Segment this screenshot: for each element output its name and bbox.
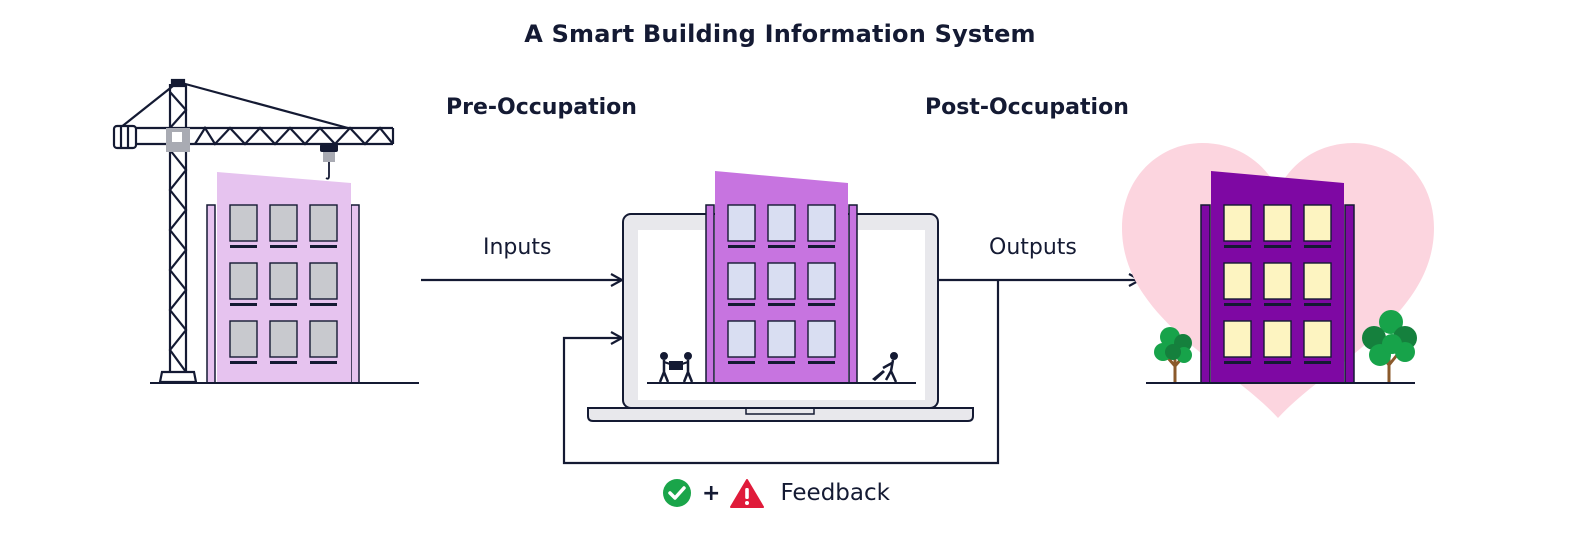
pre-occupation-label: Pre-Occupation [446, 95, 637, 120]
construction-window [309, 204, 338, 242]
crane-cab [166, 128, 190, 152]
worker-icon [872, 352, 898, 383]
in-use-window-sill [728, 361, 755, 364]
in-use-window [727, 262, 756, 300]
construction-window-sill [230, 303, 257, 306]
in-use-window [807, 320, 836, 358]
in-use-window-sill [728, 303, 755, 306]
construction-window-sill [230, 245, 257, 248]
in-use-window [727, 320, 756, 358]
construction-window-sill [310, 303, 337, 306]
occupied-window-sill [1264, 245, 1291, 248]
building-in-use [705, 171, 858, 384]
occupied-window-sill [1264, 303, 1291, 306]
occupied-window [1263, 262, 1292, 300]
occupied-window-sill [1224, 245, 1251, 248]
construction-window [269, 204, 298, 242]
occupied-window [1223, 320, 1252, 358]
occupied-window-sill [1224, 361, 1251, 364]
inputs-label: Inputs [483, 235, 552, 260]
occupied-window-sill [1264, 361, 1291, 364]
feedback-legend: + Feedback [662, 478, 890, 508]
people-icon [658, 352, 694, 383]
occupied-window [1303, 204, 1332, 242]
in-use-window-sill [768, 303, 795, 306]
occupied-window-sill [1304, 303, 1331, 306]
occupied-window-sill [1304, 361, 1331, 364]
post-occupation-label: Post-Occupation [925, 95, 1129, 120]
in-use-window [807, 262, 836, 300]
in-use-window-sill [728, 245, 755, 248]
tree-icon [1154, 327, 1192, 383]
construction-window-sill [270, 361, 297, 364]
feedback-label: Feedback [780, 480, 890, 506]
occupied-window [1263, 320, 1292, 358]
plus-sign: + [702, 480, 721, 506]
in-use-window-sill [808, 303, 835, 306]
building-under-construction [206, 172, 360, 384]
occupied-window [1303, 262, 1332, 300]
occupied-window-sill [1224, 303, 1251, 306]
warning-icon [730, 479, 765, 508]
construction-window [269, 262, 298, 300]
crane-hook [320, 144, 338, 180]
in-use-window [807, 204, 836, 242]
construction-window [229, 262, 258, 300]
in-use-window-sill [768, 361, 795, 364]
page-title: A Smart Building Information System [524, 20, 1036, 48]
occupied-window [1263, 204, 1292, 242]
construction-window-sill [310, 245, 337, 248]
in-use-window [767, 320, 796, 358]
in-use-window-sill [808, 361, 835, 364]
construction-window-sill [230, 361, 257, 364]
construction-window [229, 204, 258, 242]
construction-window [309, 262, 338, 300]
construction-window [309, 320, 338, 358]
construction-window [269, 320, 298, 358]
in-use-window-sill [768, 245, 795, 248]
occupied-window [1223, 204, 1252, 242]
in-use-window-sill [808, 245, 835, 248]
occupied-window-sill [1304, 245, 1331, 248]
construction-window-sill [310, 361, 337, 364]
occupied-building [1200, 171, 1355, 384]
occupied-window [1303, 320, 1332, 358]
construction-window-sill [270, 303, 297, 306]
construction-window-sill [270, 245, 297, 248]
occupied-window [1223, 262, 1252, 300]
check-icon [663, 479, 691, 507]
tree-icon-right [1362, 310, 1417, 383]
in-use-window [767, 262, 796, 300]
outputs-label: Outputs [989, 235, 1077, 260]
construction-window [229, 320, 258, 358]
feedback-loop-arrow [562, 280, 1000, 465]
in-use-window [727, 204, 756, 242]
in-use-window [767, 204, 796, 242]
